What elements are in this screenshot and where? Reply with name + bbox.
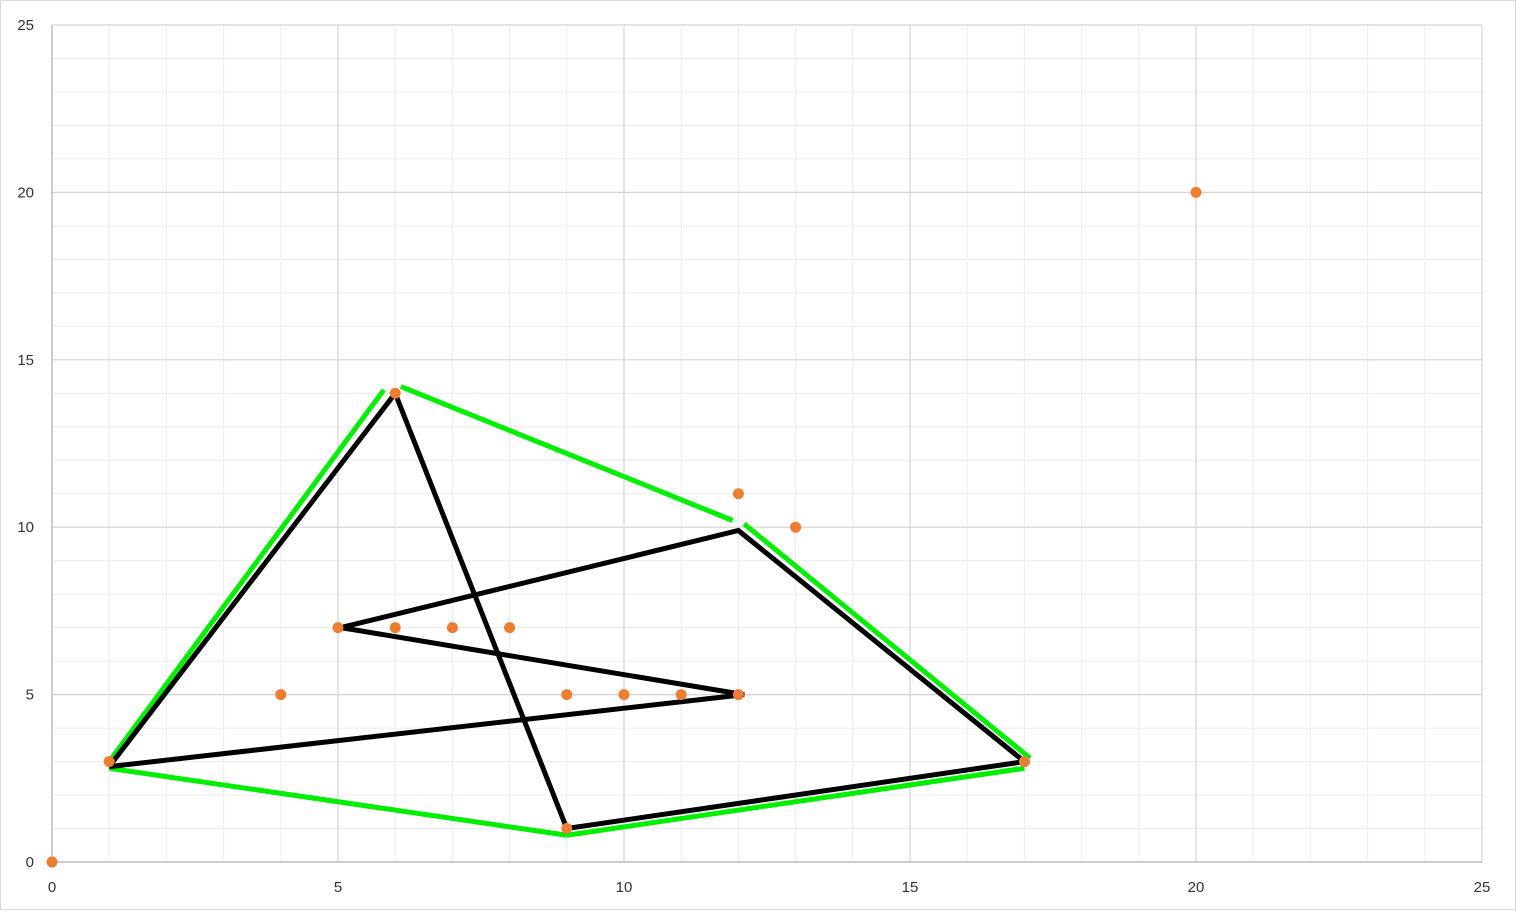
data-point xyxy=(1190,186,1202,198)
data-point xyxy=(103,756,115,768)
x-tick-label: 15 xyxy=(902,879,919,896)
data-point xyxy=(618,689,630,701)
data-point xyxy=(675,689,687,701)
y-tick-label: 25 xyxy=(17,17,34,34)
x-tick-label: 0 xyxy=(48,879,56,896)
data-point xyxy=(275,689,287,701)
data-point xyxy=(790,521,802,533)
data-point xyxy=(389,622,401,634)
x-tick-label: 20 xyxy=(1188,879,1205,896)
y-tick-label: 20 xyxy=(17,184,34,201)
x-tick-label: 25 xyxy=(1474,879,1491,896)
data-point xyxy=(389,387,401,399)
y-tick-label: 0 xyxy=(26,854,34,871)
data-point xyxy=(732,689,744,701)
data-point xyxy=(504,622,516,634)
y-tick-label: 15 xyxy=(17,352,34,369)
data-point xyxy=(446,622,458,634)
y-tick-label: 10 xyxy=(17,519,34,536)
green-hull-segment xyxy=(107,388,386,764)
y-tick-label: 5 xyxy=(26,687,34,704)
series-lines xyxy=(107,384,1032,838)
green-hull-segment xyxy=(742,521,1032,761)
x-tick-label: 10 xyxy=(616,879,633,896)
data-point xyxy=(332,622,344,634)
data-point xyxy=(561,823,573,835)
green-hull-segment xyxy=(566,765,1025,838)
data-point xyxy=(46,856,58,868)
green-hull-segment xyxy=(108,765,568,838)
tick-labels: 0 5 10 15 20 25 0 5 10 15 20 25 xyxy=(17,17,1490,896)
x-tick-label: 5 xyxy=(334,879,342,896)
black-path-line xyxy=(107,388,1031,832)
data-point xyxy=(732,488,744,500)
data-point xyxy=(1018,756,1030,768)
series-points xyxy=(46,186,1202,868)
data-point xyxy=(561,689,573,701)
green-hull-segment xyxy=(399,384,734,523)
